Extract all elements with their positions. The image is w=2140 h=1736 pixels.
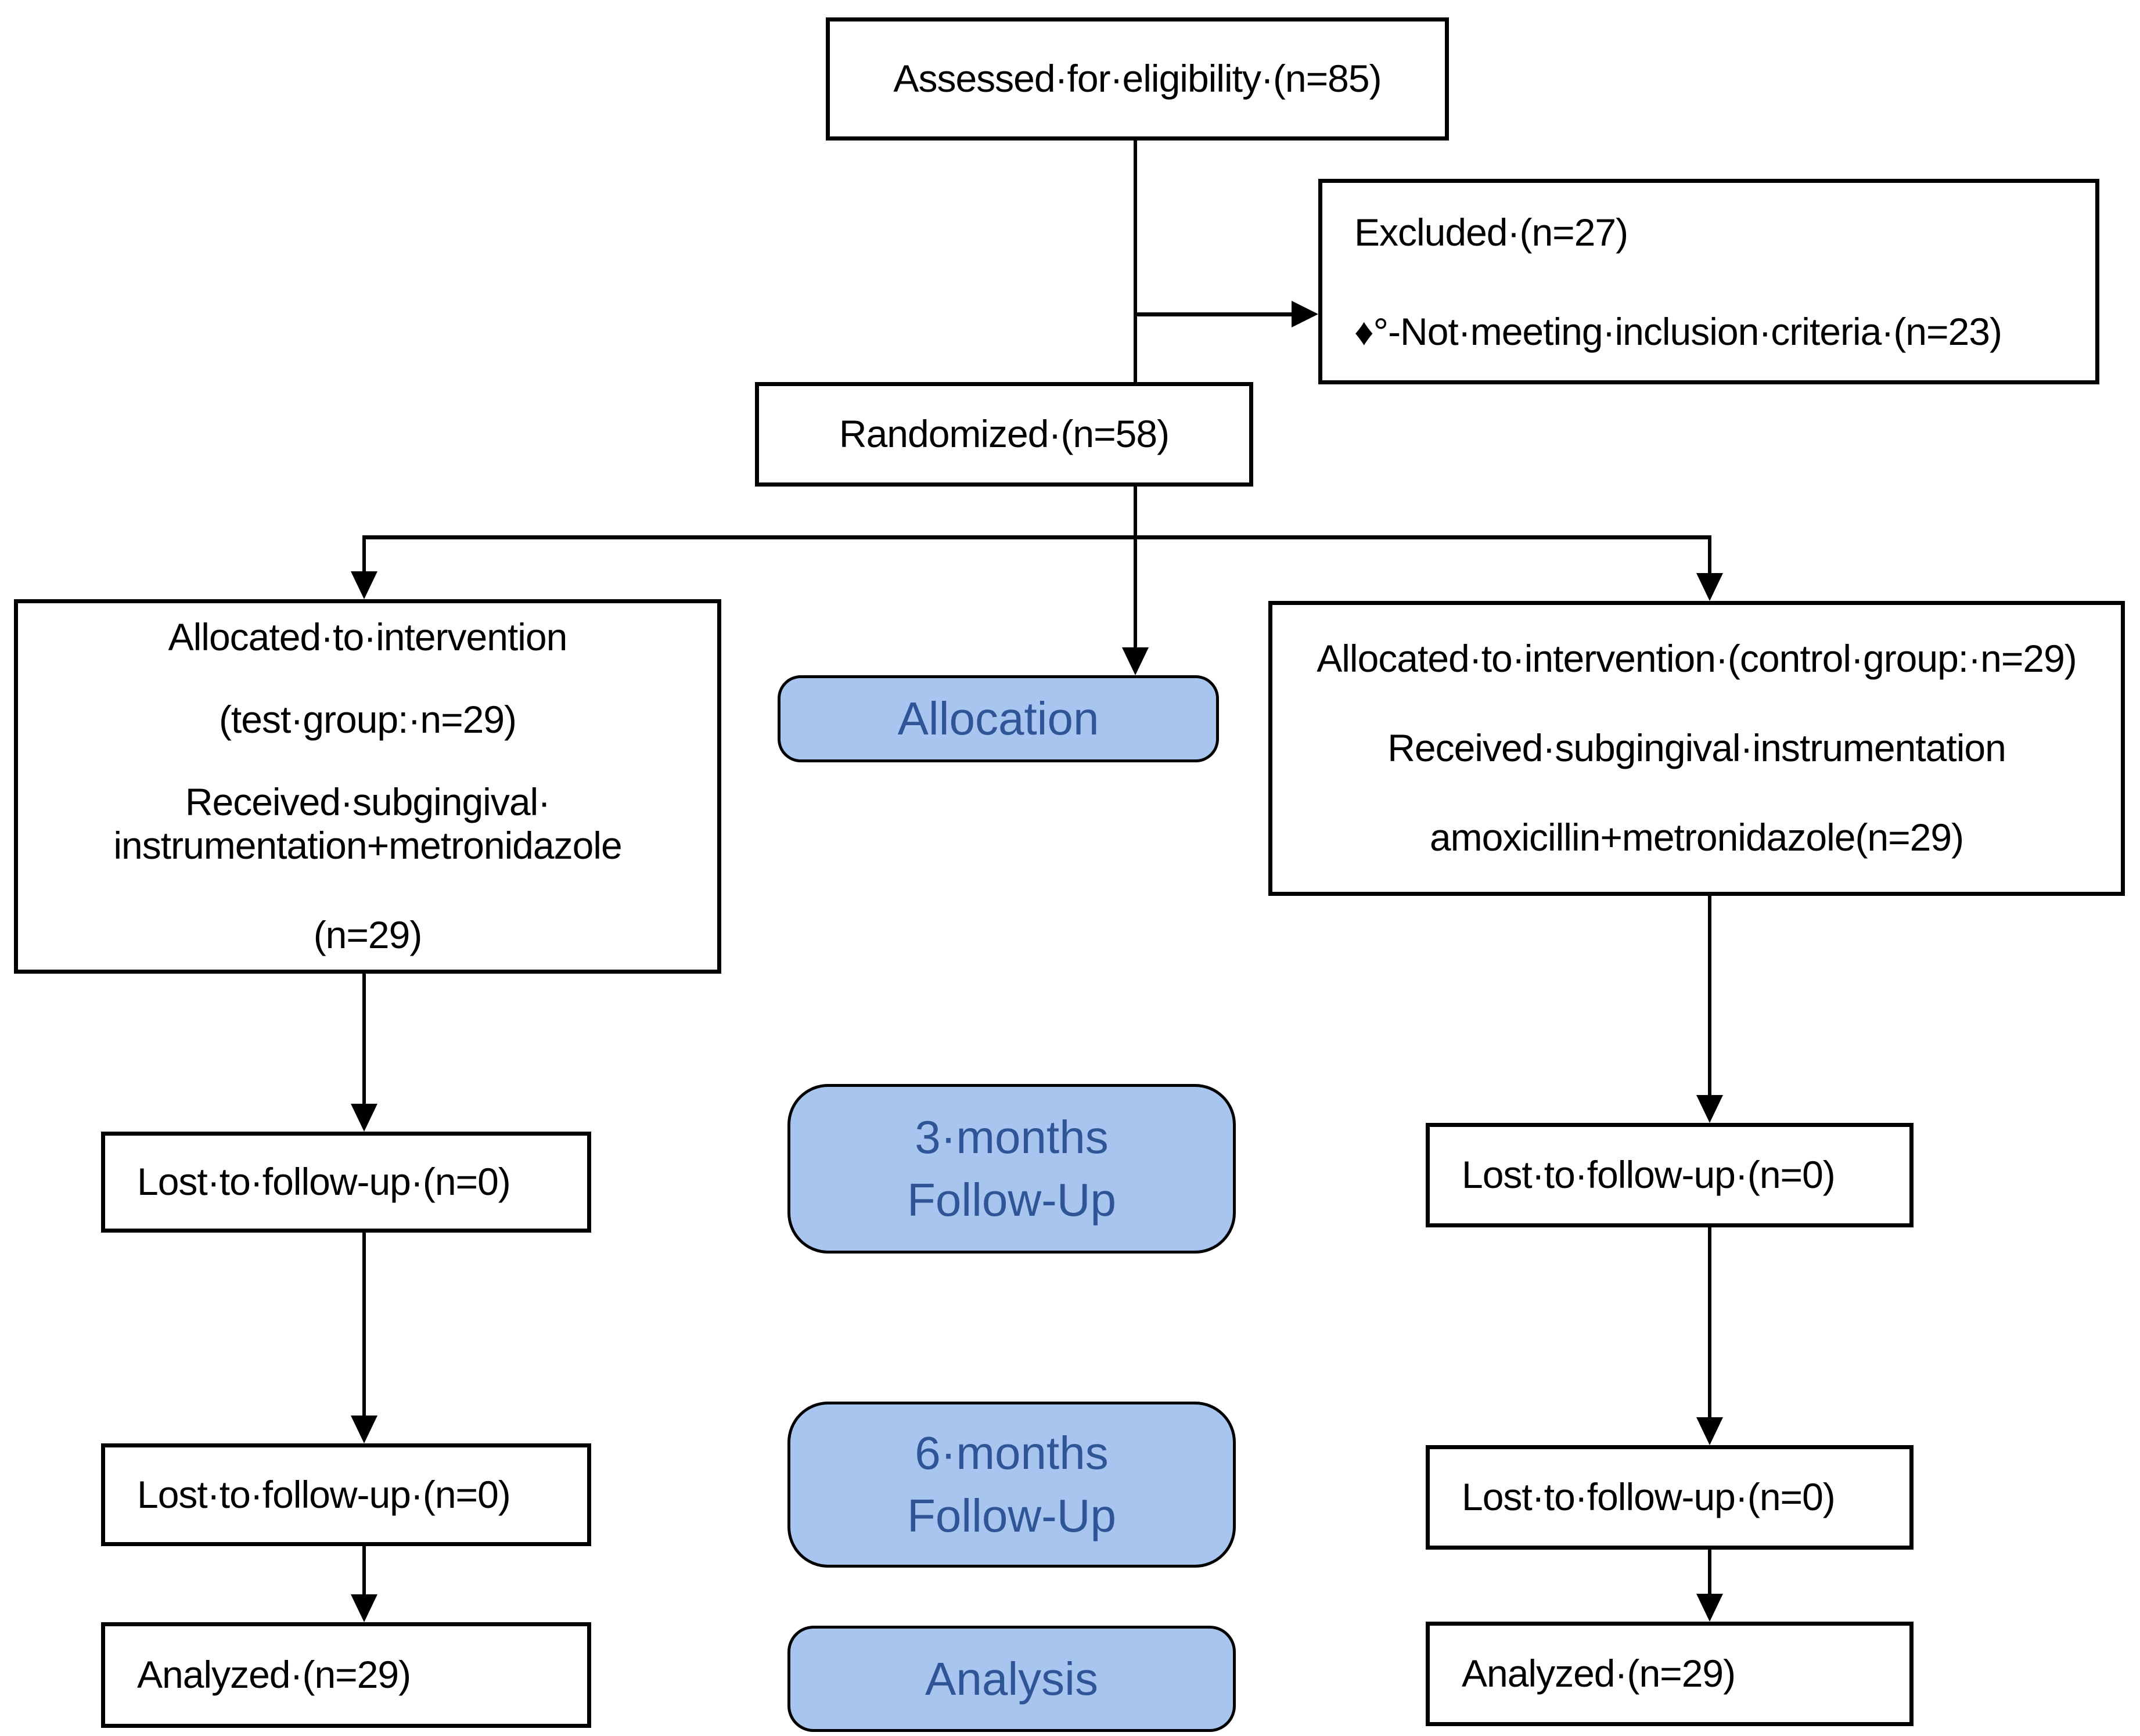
arrowhead-lost6m-control	[1696, 1417, 1723, 1445]
lost-6m-test-box: Lost·to·follow-up·(n=0)	[101, 1443, 591, 1546]
line-test-to-lost3m	[362, 974, 366, 1104]
arrowhead-lost6m-test	[351, 1416, 377, 1443]
stage-followup-3m-line2: Follow-Up	[907, 1174, 1117, 1226]
assessed-label: Assessed·for·eligibility·(n=85)	[893, 57, 1382, 100]
line-branch-to-test	[362, 535, 366, 571]
analyzed-test-label: Analyzed·(n=29)	[137, 1653, 411, 1697]
excluded-bullet-item: ♦°-Not·meeting·inclusion·criteria·(n=23)	[1354, 309, 2002, 353]
allocated-test-line5: (n=29)	[313, 913, 423, 957]
analyzed-test-box: Analyzed·(n=29)	[101, 1622, 591, 1728]
stage-allocation-label: Allocation	[897, 693, 1099, 744]
lost-3m-test-label: Lost·to·follow-up·(n=0)	[137, 1160, 511, 1204]
line-to-excluded	[1135, 312, 1292, 316]
allocated-test-box: Allocated·to·intervention (test·group:·n…	[14, 599, 721, 974]
arrowhead-excluded	[1292, 301, 1318, 327]
allocated-control-line1: Allocated·to·intervention·(control·group…	[1317, 637, 2077, 680]
lost-6m-control-label: Lost·to·follow-up·(n=0)	[1462, 1475, 1836, 1519]
allocated-test-line4: instrumentation+metronidazole	[113, 824, 622, 867]
randomized-label: Randomized·(n=58)	[839, 412, 1170, 456]
arrowhead-allocation-stage	[1122, 647, 1149, 675]
stage-followup-6m-line1: 6·months	[915, 1427, 1109, 1479]
analyzed-control-box: Analyzed·(n=29)	[1426, 1622, 1914, 1726]
stage-allocation: Allocation	[778, 675, 1219, 762]
allocated-control-line2: Received·subgingival·instrumentation	[1387, 726, 2006, 770]
line-branch-to-control	[1708, 535, 1711, 573]
stage-analysis: Analysis	[787, 1626, 1236, 1732]
allocated-test-line3: Received·subgingival·	[185, 780, 551, 823]
arrowhead-allocated-control	[1696, 573, 1723, 601]
arrowhead-lost3m-control	[1696, 1095, 1723, 1123]
stage-followup-3m: 3·months Follow-Up	[787, 1084, 1236, 1254]
lost-3m-control-label: Lost·to·follow-up·(n=0)	[1462, 1153, 1836, 1197]
allocated-control-line3: amoxicillin+metronidazole(n=29)	[1429, 815, 1964, 859]
allocated-test-line1: Allocated·to·intervention	[168, 615, 568, 658]
arrowhead-analyzed-control	[1696, 1594, 1723, 1622]
allocated-control-box: Allocated·to·intervention·(control·group…	[1268, 601, 2125, 896]
lost-6m-control-box: Lost·to·follow-up·(n=0)	[1426, 1445, 1914, 1550]
branch-bar	[364, 535, 1710, 539]
lost-3m-test-box: Lost·to·follow-up·(n=0)	[101, 1132, 591, 1233]
line-lost3m-to-lost6m-control	[1708, 1227, 1711, 1417]
stage-analysis-label: Analysis	[925, 1652, 1098, 1705]
line-control-to-lost3m	[1708, 896, 1711, 1095]
arrowhead-analyzed-test	[351, 1594, 377, 1622]
lost-3m-control-box: Lost·to·follow-up·(n=0)	[1426, 1123, 1914, 1227]
arrowhead-lost3m-test	[351, 1104, 377, 1132]
line-lost6m-to-analyzed-control	[1708, 1550, 1711, 1594]
allocated-test-line2: (test·group:·n=29)	[218, 697, 517, 741]
stage-followup-6m-line2: Follow-Up	[907, 1490, 1117, 1541]
line-assessed-to-randomized	[1134, 141, 1137, 382]
line-branch-to-allocation-stage	[1134, 535, 1137, 647]
excluded-title: Excluded·(n=27)	[1354, 211, 1628, 254]
line-lost3m-to-lost6m-test	[362, 1233, 366, 1416]
analyzed-control-label: Analyzed·(n=29)	[1462, 1652, 1736, 1695]
lost-6m-test-label: Lost·to·follow-up·(n=0)	[137, 1472, 511, 1516]
arrowhead-allocated-test	[351, 571, 377, 599]
assessed-box: Assessed·for·eligibility·(n=85)	[826, 17, 1449, 141]
randomized-box: Randomized·(n=58)	[755, 382, 1253, 487]
line-lost6m-to-analyzed-test	[362, 1546, 366, 1594]
stage-followup-6m: 6·months Follow-Up	[787, 1402, 1236, 1568]
excluded-box: Excluded·(n=27) ♦°-Not·meeting·inclusion…	[1318, 179, 2099, 384]
stage-followup-3m-line1: 3·months	[915, 1111, 1109, 1163]
line-randomized-to-branch	[1134, 487, 1137, 538]
